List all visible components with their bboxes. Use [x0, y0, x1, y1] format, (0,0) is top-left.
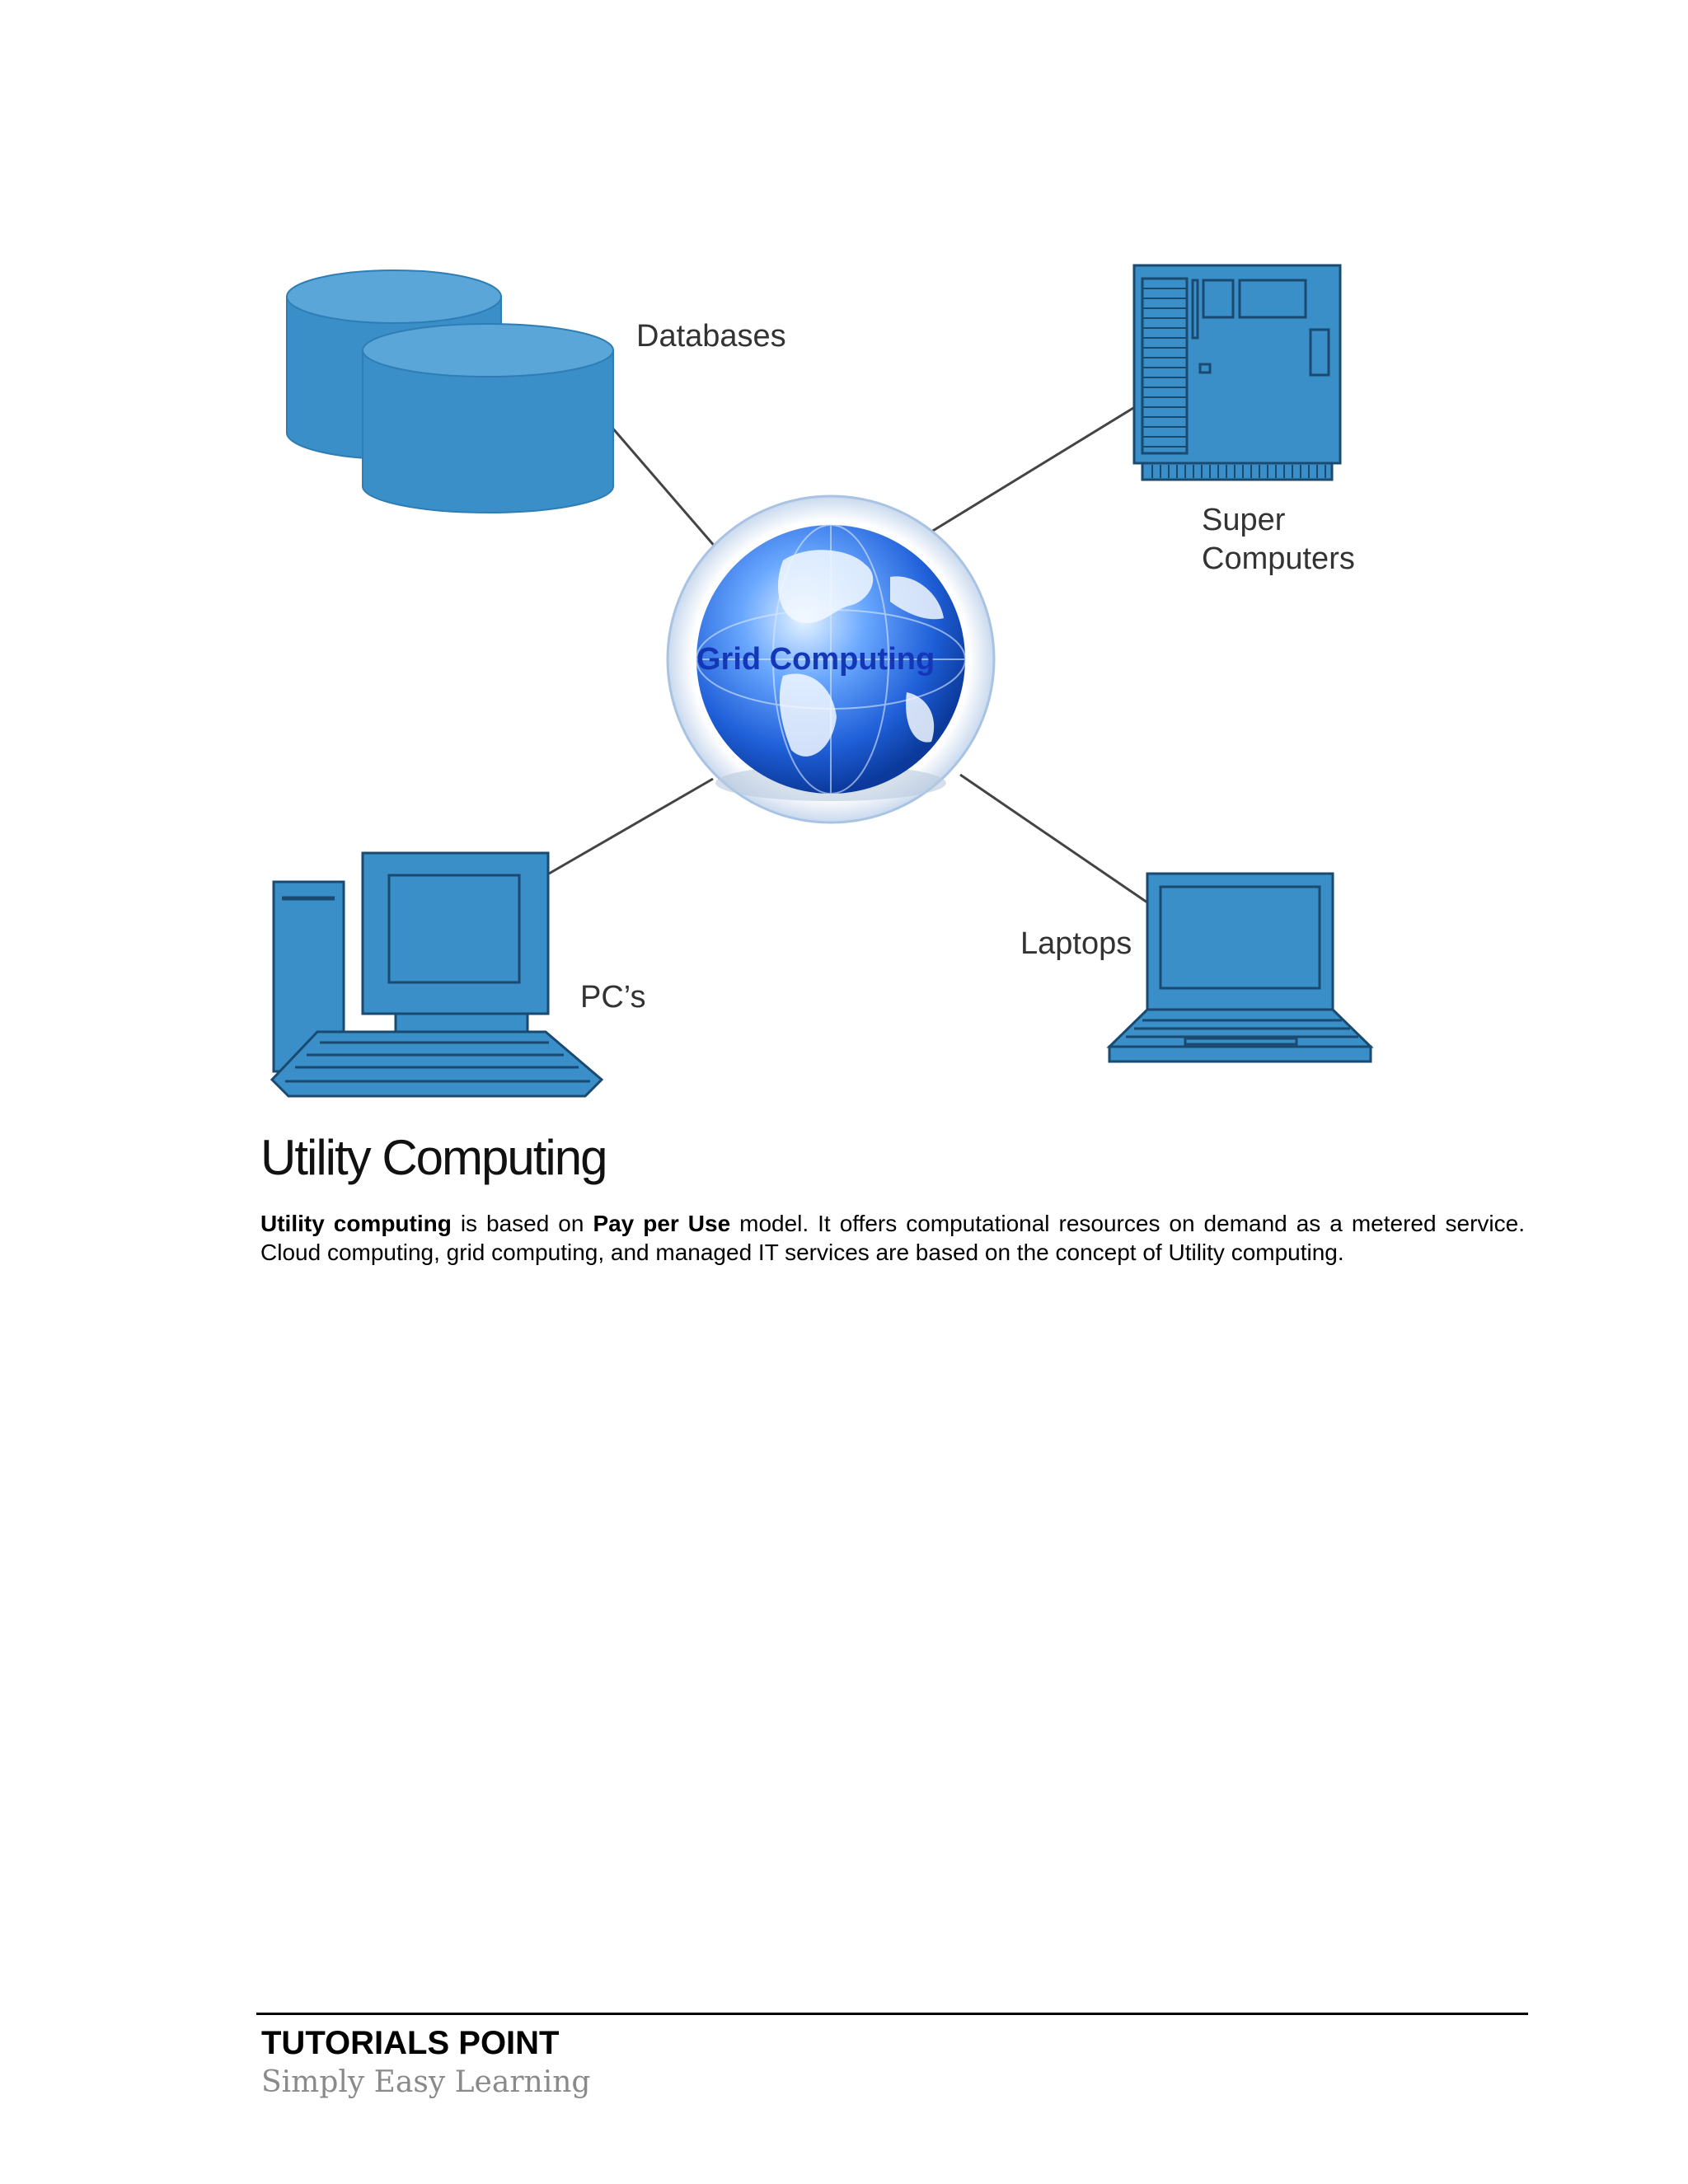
databases-label: Databases — [636, 319, 786, 354]
pcs-label: PC’s — [580, 980, 646, 1015]
laptops-label: Laptops — [1020, 926, 1132, 961]
footer-tagline: Simply Easy Learning — [261, 2065, 591, 2099]
pc-icon — [270, 851, 604, 1098]
laptop-icon — [1106, 872, 1374, 1063]
term-utility-computing: Utility computing — [260, 1211, 452, 1236]
footer-divider — [256, 2013, 1528, 2015]
paragraph-text-2: model. It offers computational resources… — [260, 1211, 1525, 1265]
footer-brand: TUTORIALS POINT — [261, 2025, 560, 2061]
grid-computing-diagram: Databases — [270, 264, 1374, 1098]
section-paragraph: Utility computing is based on Pay per Us… — [260, 1209, 1525, 1267]
super-computers-label-line2: Computers — [1202, 541, 1355, 576]
databases-icon — [286, 269, 614, 513]
grid-computing-label: Grid Computing — [696, 642, 935, 677]
super-computer-icon — [1132, 264, 1342, 481]
paragraph-text-1: is based on — [451, 1211, 593, 1236]
connector-lines — [548, 404, 1148, 904]
globe-icon: Grid Computing — [666, 494, 996, 824]
term-pay-per-use: Pay per Use — [593, 1211, 731, 1236]
super-computers-label-line1: Super — [1202, 503, 1286, 537]
section-heading: Utility Computing — [260, 1130, 607, 1185]
